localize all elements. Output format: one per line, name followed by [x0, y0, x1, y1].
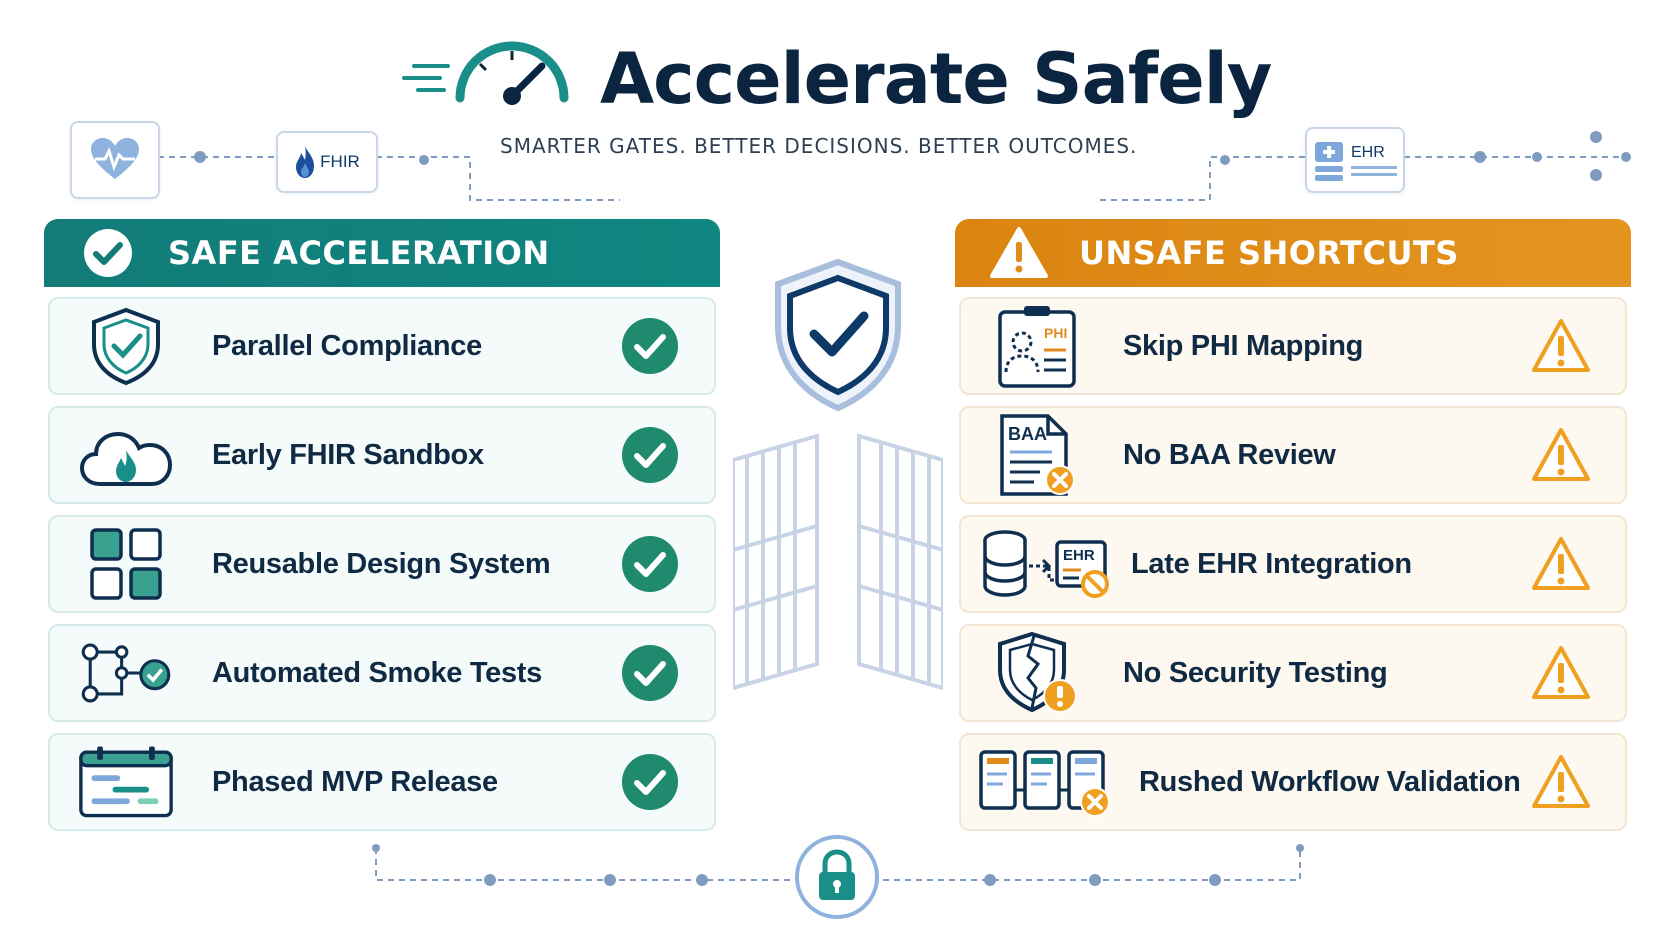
safe-item-label: Automated Smoke Tests — [212, 656, 542, 689]
check-circle-icon — [622, 645, 678, 701]
safe-item-early-fhir-sandbox: Early FHIR Sandbox — [48, 406, 716, 504]
check-circle-icon — [622, 536, 678, 592]
unsafe-shortcuts-panel: UNSAFE SHORTCUTS PHI Skip PHI Mapping — [955, 219, 1631, 842]
lock-icon — [795, 835, 879, 919]
clipboard-phi-icon: PHI — [998, 306, 1076, 388]
ehr-chip-label: EHR — [1351, 144, 1385, 161]
safe-item-reusable-design-system: Reusable Design System — [48, 515, 716, 613]
flow-check-icon — [81, 643, 171, 703]
workflow-x-icon — [979, 750, 1110, 817]
database-ehr-icon: EHR — [983, 530, 1109, 598]
warning-icon — [1532, 755, 1590, 808]
unsafe-item-no-security-testing: No Security Testing — [959, 624, 1627, 722]
warning-icon — [990, 227, 1048, 278]
unsafe-item-label: Skip PHI Mapping — [1123, 329, 1364, 362]
unsafe-item-label: Late EHR Integration — [1131, 547, 1412, 580]
unsafe-item-rushed-workflow-validation: Rushed Workflow Validation — [959, 733, 1627, 831]
grid-squares-icon — [90, 528, 162, 600]
medical-record-icon — [1315, 142, 1343, 181]
warning-icon — [1532, 646, 1590, 699]
warning-icon — [1532, 319, 1590, 372]
safe-item-phased-mvp-release: Phased MVP Release — [48, 733, 716, 831]
fhir-chip-label: FHIR — [320, 152, 360, 171]
calendar-timeline-icon — [79, 746, 173, 818]
safe-item-automated-smoke-tests: Automated Smoke Tests — [48, 624, 716, 722]
cloud-flame-icon — [79, 431, 173, 486]
baa-badge-text: BAA — [1008, 424, 1047, 444]
check-circle-icon — [84, 229, 132, 277]
phi-badge-text: PHI — [1044, 325, 1067, 341]
fhir-chip: FHIR — [276, 131, 378, 193]
unsafe-item-label: Rushed Workflow Validation — [1139, 765, 1521, 798]
page-subtitle: SMARTER GATES. BETTER DECISIONS. BETTER … — [500, 134, 1138, 158]
center-shield-check-icon — [775, 258, 901, 412]
unsafe-item-late-ehr-integration: EHR Late EHR Integration — [959, 515, 1627, 613]
shield-check-icon — [92, 307, 160, 386]
unsafe-item-label: No BAA Review — [1123, 438, 1336, 471]
document-x-icon: BAA — [1000, 414, 1075, 496]
unsafe-item-skip-phi-mapping: PHI Skip PHI Mapping — [959, 297, 1627, 395]
check-circle-icon — [622, 754, 678, 810]
safe-item-label: Parallel Compliance — [212, 329, 482, 362]
safe-item-label: Early FHIR Sandbox — [212, 438, 484, 471]
speedometer-icon — [402, 41, 569, 105]
safe-item-label: Reusable Design System — [212, 547, 551, 580]
check-circle-icon — [622, 318, 678, 374]
unsafe-panel-header: UNSAFE SHORTCUTS — [955, 219, 1631, 287]
check-circle-icon — [622, 427, 678, 483]
cracked-shield-icon — [998, 631, 1077, 713]
gate-illustration — [733, 433, 943, 691]
safe-panel-title: SAFE ACCELERATION — [168, 234, 550, 272]
warning-icon — [1532, 537, 1590, 590]
ehr-chip: EHR — [1305, 127, 1405, 193]
heart-pulse-icon — [91, 138, 139, 179]
safe-item-parallel-compliance: Parallel Compliance — [48, 297, 716, 395]
unsafe-item-no-baa-review: BAA No BAA Review — [959, 406, 1627, 504]
flame-icon — [296, 146, 315, 178]
unsafe-panel-title: UNSAFE SHORTCUTS — [1079, 234, 1459, 272]
heart-monitor-chip — [70, 121, 160, 199]
safe-item-label: Phased MVP Release — [212, 765, 498, 798]
warning-icon — [1532, 428, 1590, 481]
page-title: Accelerate Safely — [600, 38, 1272, 120]
unsafe-item-label: No Security Testing — [1123, 656, 1388, 689]
safe-acceleration-panel: SAFE ACCELERATION Parallel Compliance — [44, 219, 720, 842]
safe-panel-header: SAFE ACCELERATION — [44, 219, 720, 287]
ehr-badge-text: EHR — [1063, 547, 1095, 564]
